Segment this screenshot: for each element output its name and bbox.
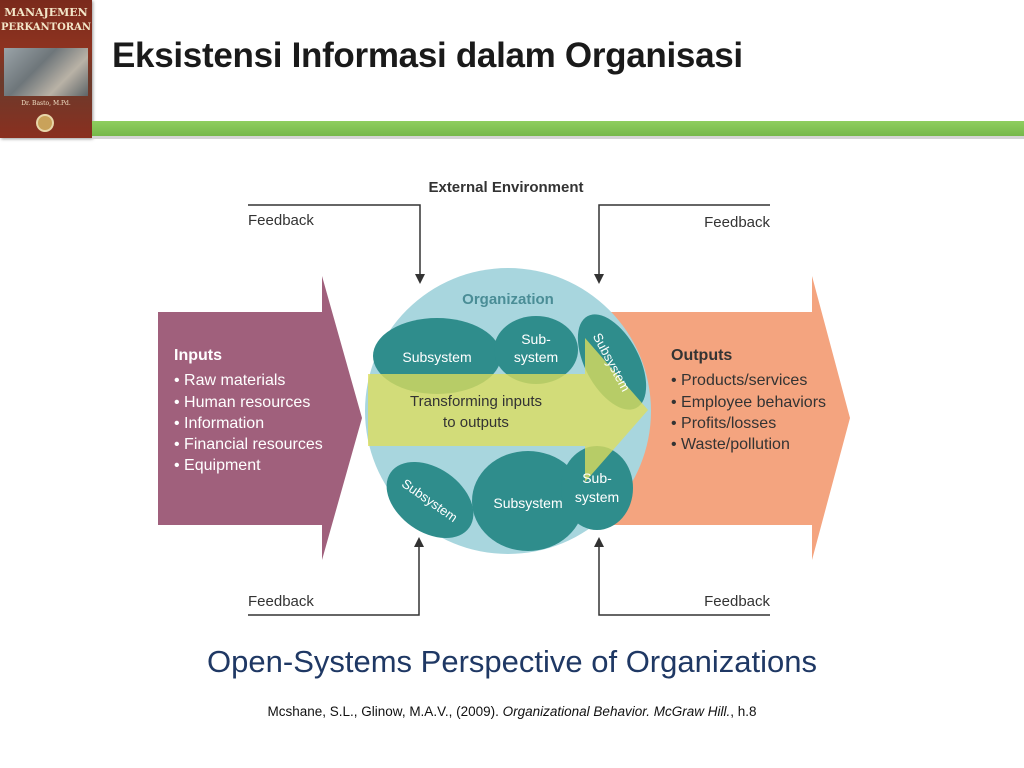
inputs-item: • Human resources (174, 394, 310, 411)
subsystem-top-right (577, 314, 647, 410)
citation-authors: Mcshane, S.L., Glinow, M.A.V., (2009). (267, 704, 503, 719)
open-systems-diagram: External Environment Organization Subsys… (158, 179, 850, 616)
transform-label-line1: Transforming inputs (410, 393, 542, 410)
subsystem-label: Subsystem (402, 349, 471, 365)
subsystem-bottom-right (561, 446, 633, 530)
inputs-heading: Inputs (174, 347, 222, 364)
subsystem-label: Subsystem (493, 495, 562, 511)
feedback-label-top-left: Feedback (248, 212, 314, 229)
title-accent-bar (92, 121, 1024, 136)
feedback-arrow-bottom-left (248, 537, 424, 616)
outputs-heading: Outputs (671, 347, 732, 364)
citation: Mcshane, S.L., Glinow, M.A.V., (2009). O… (0, 704, 1024, 719)
external-environment-label: External Environment (428, 179, 583, 196)
citation-work: Organizational Behavior. McGraw Hill. (502, 704, 731, 719)
book-title-line2: PERKANTORAN (1, 22, 91, 33)
book-title-line1: MANAJEMEN (4, 6, 88, 19)
citation-page: , h.8 (730, 704, 757, 719)
transforming-arrow (368, 338, 648, 482)
inputs-arrow (158, 276, 362, 560)
inputs-item: • Raw materials (174, 372, 285, 389)
book-cover-title: MANAJEMEN PERKANTORAN (1, 6, 91, 33)
transform-label-line2: to outputs (443, 414, 509, 431)
feedback-arrow-bottom-right (594, 537, 770, 616)
diagram-caption: Open-Systems Perspective of Organization… (207, 644, 817, 679)
outputs-item: • Products/services (671, 372, 807, 389)
subsystem-bottom-middle (472, 451, 584, 551)
book-author: Dr. Basto, M.Pd. (21, 100, 71, 107)
organization-label: Organization (462, 291, 554, 308)
feedback-label-top-right: Feedback (704, 214, 770, 231)
feedback-arrow-top-left (248, 204, 425, 284)
book-cover-image: MANAJEMEN PERKANTORAN Dr. Basto, M.Pd. (0, 0, 92, 138)
book-cover-photo (4, 48, 88, 96)
title-divider (92, 136, 1024, 139)
feedback-arrow-top-right (594, 204, 770, 284)
sub-label: Sub- (521, 331, 551, 347)
feedback-label-bottom-right: Feedback (704, 593, 770, 610)
slide-title: Eksistensi Informasi dalam Organisasi (112, 36, 743, 75)
inputs-item: • Equipment (174, 457, 261, 474)
outputs-arrow (565, 276, 850, 560)
system-label: system (514, 349, 558, 365)
inputs-item: • Financial resources (174, 436, 323, 453)
outputs-item: • Employee behaviors (671, 394, 826, 411)
subsystem-top-middle (494, 316, 578, 384)
system-label: system (575, 489, 619, 505)
inputs-item: • Information (174, 415, 264, 432)
sub-label: Sub- (582, 470, 612, 486)
outputs-item: • Waste/pollution (671, 436, 790, 453)
feedback-label-bottom-left: Feedback (248, 593, 314, 610)
subsystem-bottom-left (386, 461, 474, 539)
outputs-item: • Profits/losses (671, 415, 776, 432)
book-seal-icon (36, 114, 54, 132)
